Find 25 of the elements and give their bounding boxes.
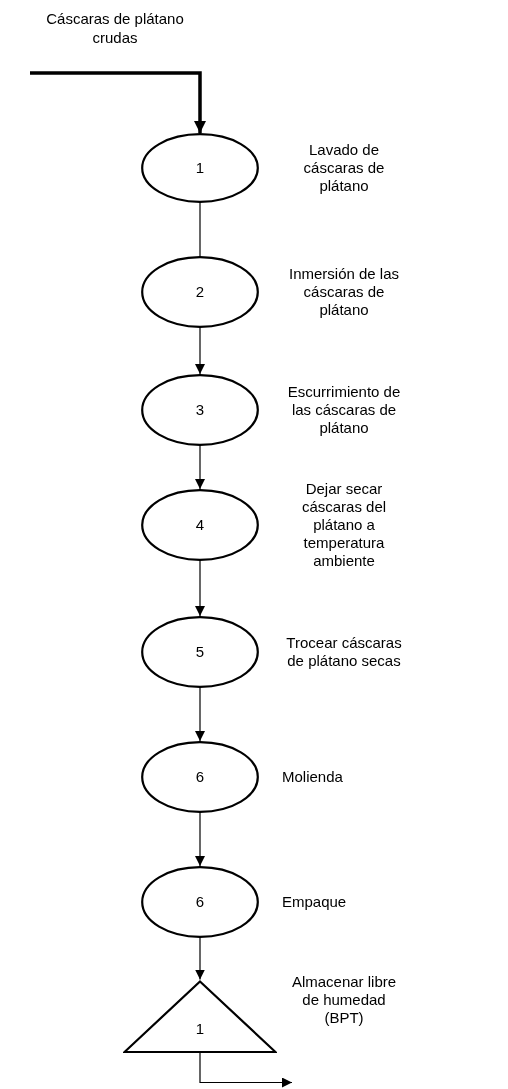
step-description: Dejar secar cáscaras del plátano a temperatura ambiente — [300, 480, 388, 570]
arrow — [195, 445, 205, 490]
arrow — [195, 687, 205, 742]
arrow — [199, 1051, 293, 1088]
step-description: Escurrimiento de las cáscaras de plátano — [286, 383, 402, 437]
storage-triangle: 1 — [123, 979, 277, 1053]
arrow — [195, 560, 205, 617]
arrow — [195, 812, 205, 867]
operation-circle: 1 — [141, 133, 259, 203]
operation-circle: 4 — [141, 489, 259, 561]
step-description: Molienda — [282, 768, 343, 786]
operation-circle: 5 — [141, 616, 259, 688]
operation-circle: 6 — [141, 866, 259, 938]
step-description: Inmersión de las cáscaras de plátano — [287, 265, 401, 319]
arrow — [30, 71, 206, 133]
step-description: Lavado de cáscaras de plátano — [302, 141, 386, 195]
step-description: Trocear cáscaras de plátano secas — [285, 634, 403, 670]
step-description: Almacenar libre de humedad (BPT) — [290, 973, 398, 1027]
operation-circle: 6 — [141, 741, 259, 813]
operation-circle: 3 — [141, 374, 259, 446]
input-label: Cáscaras de plátano crudas — [40, 9, 190, 47]
arrow — [195, 327, 205, 375]
step-description: Empaque — [282, 893, 347, 911]
operation-circle: 2 — [141, 256, 259, 328]
arrow — [195, 937, 205, 981]
